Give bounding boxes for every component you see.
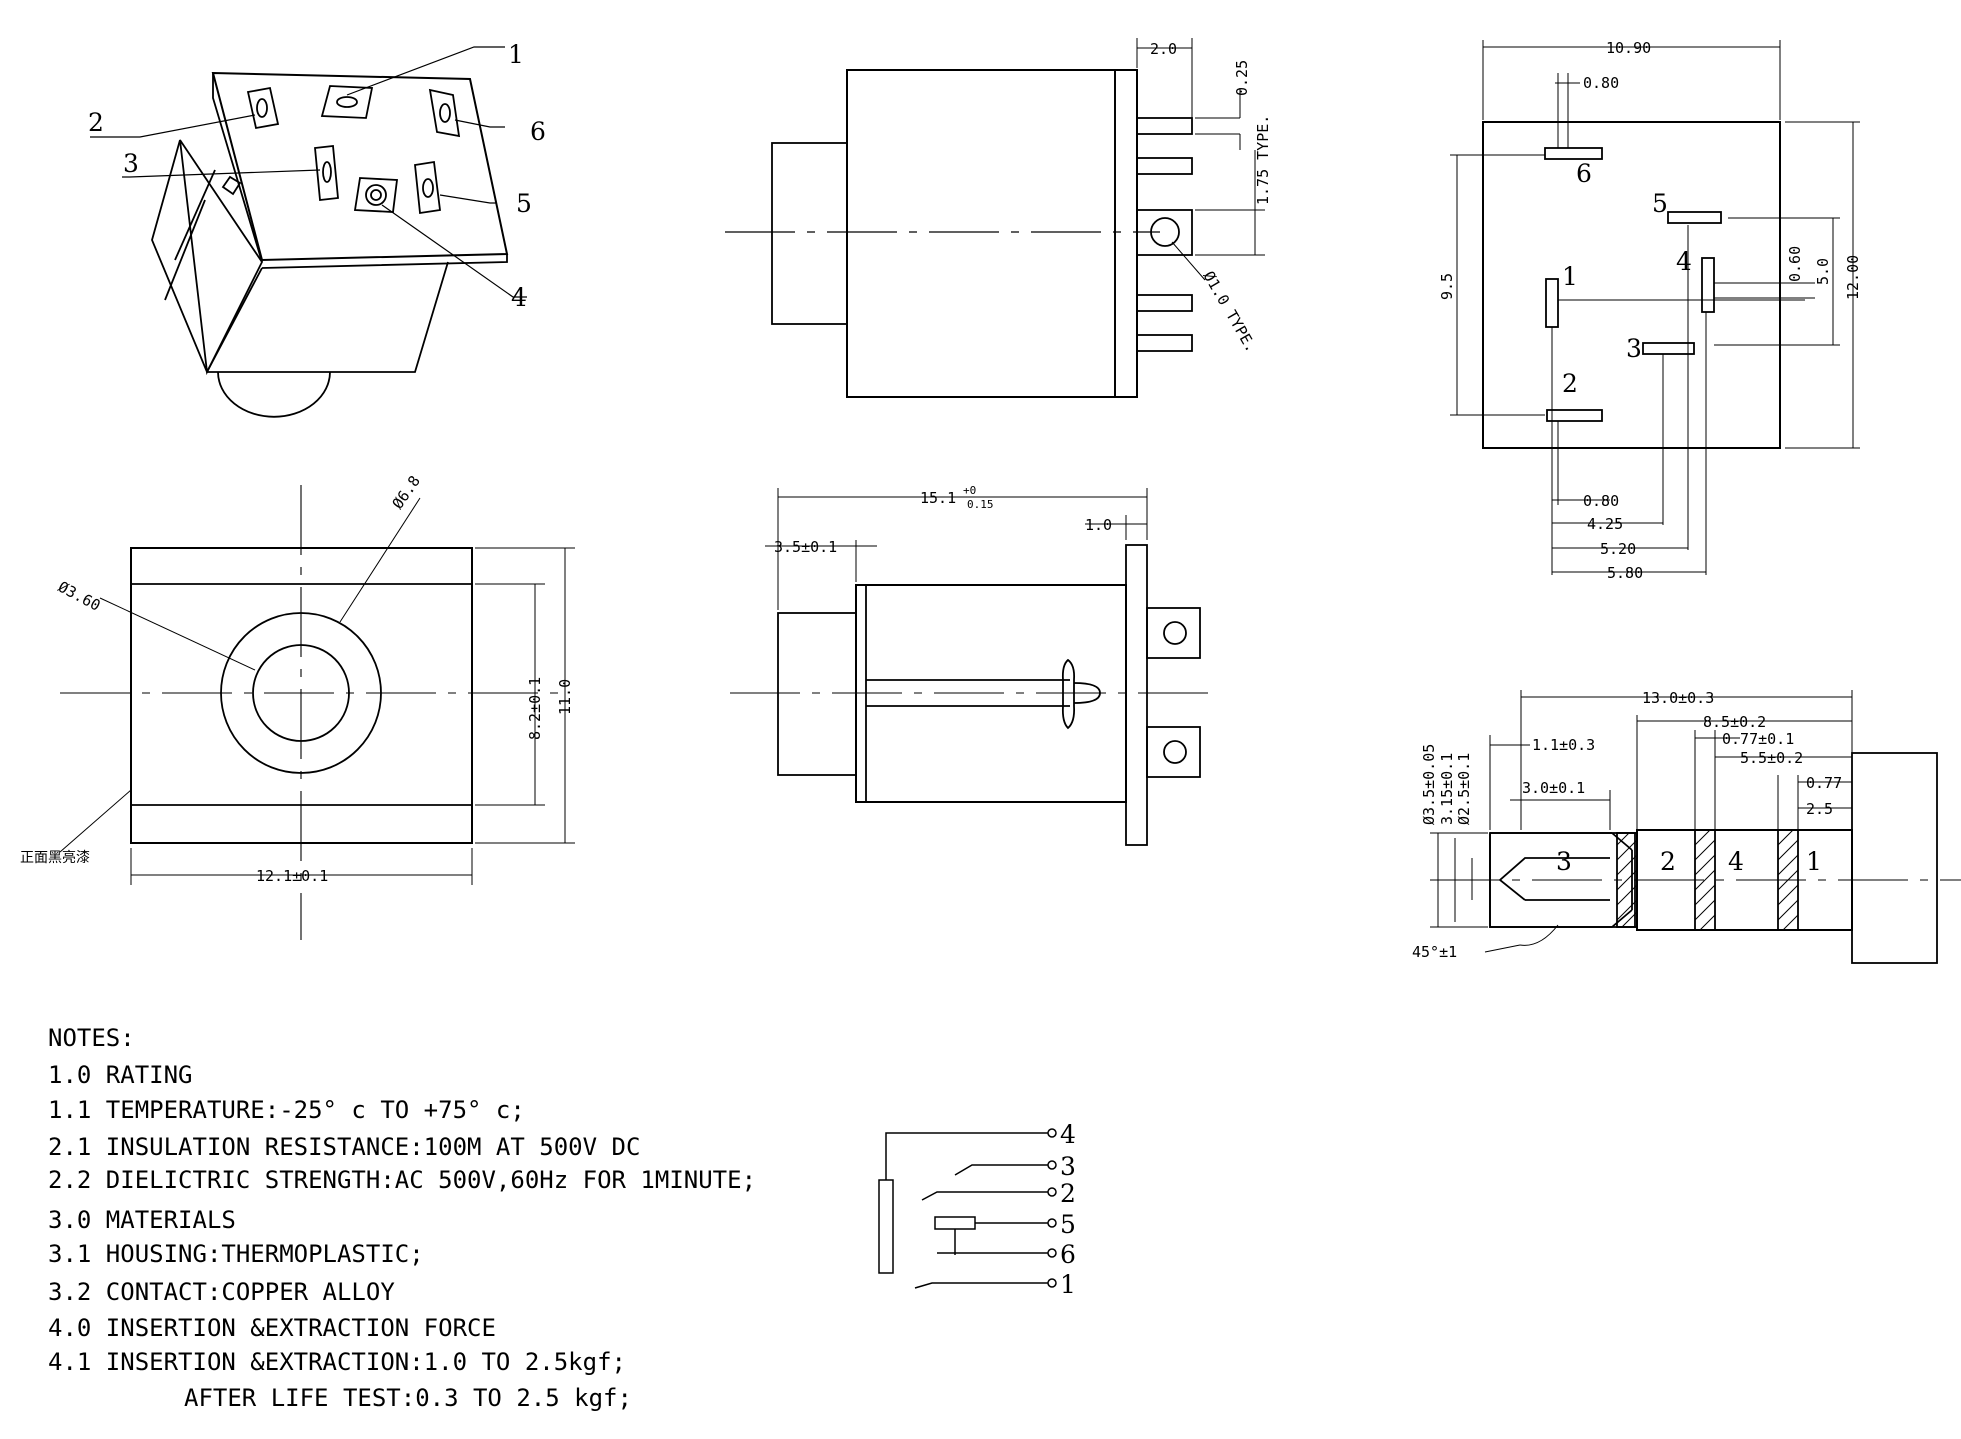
front-view [59,485,575,940]
note-line: 3.1 HOUSING:THERMOPLASTIC; [48,1240,424,1268]
dim-section-nose: 3.5±0.1 [774,538,837,556]
note-line: 3.0 MATERIALS [48,1206,236,1234]
dim-section-flange: 1.0 [1085,516,1112,534]
pad-6 [1544,147,1603,160]
schematic-pin-1: 1 [1060,1270,1076,1299]
pad-label-2: 2 [1562,369,1578,398]
callout-4: 4 [511,283,527,312]
dim-plug-g: 3.0±0.1 [1522,779,1585,797]
note-line: 1.0 RATING [48,1061,193,1089]
dim-fp-width: 10.90 [1606,39,1651,57]
isometric-view [90,46,527,418]
dim-pin-length: 2.0 [1150,40,1177,58]
callout-6: 6 [530,117,546,146]
dim-plug-total: 13.0±0.3 [1642,689,1714,707]
dim-fp-x1: 4.25 [1587,515,1623,533]
schematic-pin-5: 5 [1060,1210,1076,1239]
terminal-4 [353,177,399,213]
dim-plug-d: 0.77 [1806,774,1842,792]
side-view [725,38,1265,398]
dim-fp-span: 9.5 [1438,273,1456,300]
callout-5: 5 [516,189,532,218]
note-line: 4.1 INSERTION &EXTRACTION:1.0 TO 2.5kgf; [48,1348,626,1376]
schematic-pin-6: 6 [1060,1240,1076,1269]
dim-fp-height: 12.00 [1844,255,1862,300]
note-line: 4.0 INSERTION &EXTRACTION FORCE [48,1314,496,1342]
schematic-pin-2: 2 [1060,1179,1076,1208]
callout-3: 3 [123,149,139,178]
terminal-2 [246,86,280,130]
dim-fp-x3: 5.80 [1607,564,1643,582]
dim-outer-dia: Ø6.8 [389,472,424,512]
dim-inner-dia: Ø3.60 [55,578,103,615]
terminal-3 [314,145,339,201]
dim-fp-x2: 5.20 [1600,540,1636,558]
dim-plug-dia1: Ø3.5±0.05 [1420,744,1438,825]
dim-pitch: 1.75 TYPE. [1254,115,1272,205]
dim-front-width: 12.1±0.1 [256,867,328,885]
schematic [878,1128,1057,1289]
plug-label-2: 2 [1660,847,1676,876]
dim-plug-dia2: 3.15±0.1 [1438,753,1456,825]
notes-heading: NOTES: [48,1024,135,1052]
pad-1 [1545,278,1559,328]
dim-h-inner: 8.2±0.1 [526,677,544,740]
dim-plug-f: 1.1±0.3 [1532,736,1595,754]
terminal-5 [414,160,442,215]
dim-section-length: 15.1 [920,489,956,507]
plug-label-1: 1 [1806,847,1822,876]
dim-plug-a: 8.5±0.2 [1703,713,1766,731]
dim-plug-e: 2.5 [1806,800,1833,818]
dim-fp-inner: 5.0 [1814,258,1832,285]
pad-label-5: 5 [1652,189,1668,218]
dim-plug-b: 0.77±0.1 [1722,730,1794,748]
plug-label-4: 4 [1728,847,1744,876]
terminal-1 [320,85,374,119]
dim-section-tol-lower: 0.15 [967,498,994,511]
dim-plug-angle: 45°±1 [1412,943,1457,961]
dim-h-outer: 11.0 [556,679,574,715]
note-line: 2.1 INSULATION RESISTANCE:100M AT 500V D… [48,1133,640,1161]
note-line: 3.2 CONTACT:COPPER ALLOY [48,1278,395,1306]
front-finish-note: 正面黑亮漆 [20,849,90,866]
pad-2 [1546,409,1603,422]
dim-pin-thickness: 0.25 [1233,60,1251,96]
dim-fp-pad-w-bottom: 0.80 [1583,492,1619,510]
pad-label-1: 1 [1562,262,1578,291]
footprint-view [1450,40,1860,575]
note-line: 2.2 DIELICTRIC STRENGTH:AC 500V,60Hz FOR… [48,1166,756,1194]
section-view [730,488,1218,846]
terminal-6 [428,88,461,138]
note-line: 1.1 TEMPERATURE:-25° c TO +75° c; [48,1096,525,1124]
dim-section-tol-upper: +0 [963,484,976,497]
pad-3 [1642,342,1695,355]
dim-plug-c: 5.5±0.2 [1740,749,1803,767]
schematic-pin-3: 3 [1060,1152,1076,1181]
callout-2: 2 [88,108,104,137]
schematic-pin-4: 4 [1060,1120,1076,1149]
pad-label-4: 4 [1676,247,1692,276]
note-line: AFTER LIFE TEST:0.3 TO 2.5 kgf; [184,1384,632,1412]
dim-plug-dia3: Ø2.5±0.1 [1455,753,1473,825]
dim-fp-pad-h: 0.60 [1786,246,1804,282]
pad-4 [1701,257,1715,313]
dim-fp-pad-w-top: 0.80 [1583,74,1619,92]
pad-label-6: 6 [1576,159,1592,188]
dim-hole: Ø1.0 TYPE. [1200,268,1261,355]
isometric-callouts: 1 2 3 4 5 6 [88,40,546,312]
callout-1: 1 [508,40,524,69]
pad-label-3: 3 [1626,334,1642,363]
pad-5 [1667,211,1722,224]
notes-block: NOTES: 1.0 RATING 1.1 TEMPERATURE:-25° c… [48,1024,756,1412]
plug-label-3: 3 [1556,847,1572,876]
plug-view [1430,690,1961,964]
